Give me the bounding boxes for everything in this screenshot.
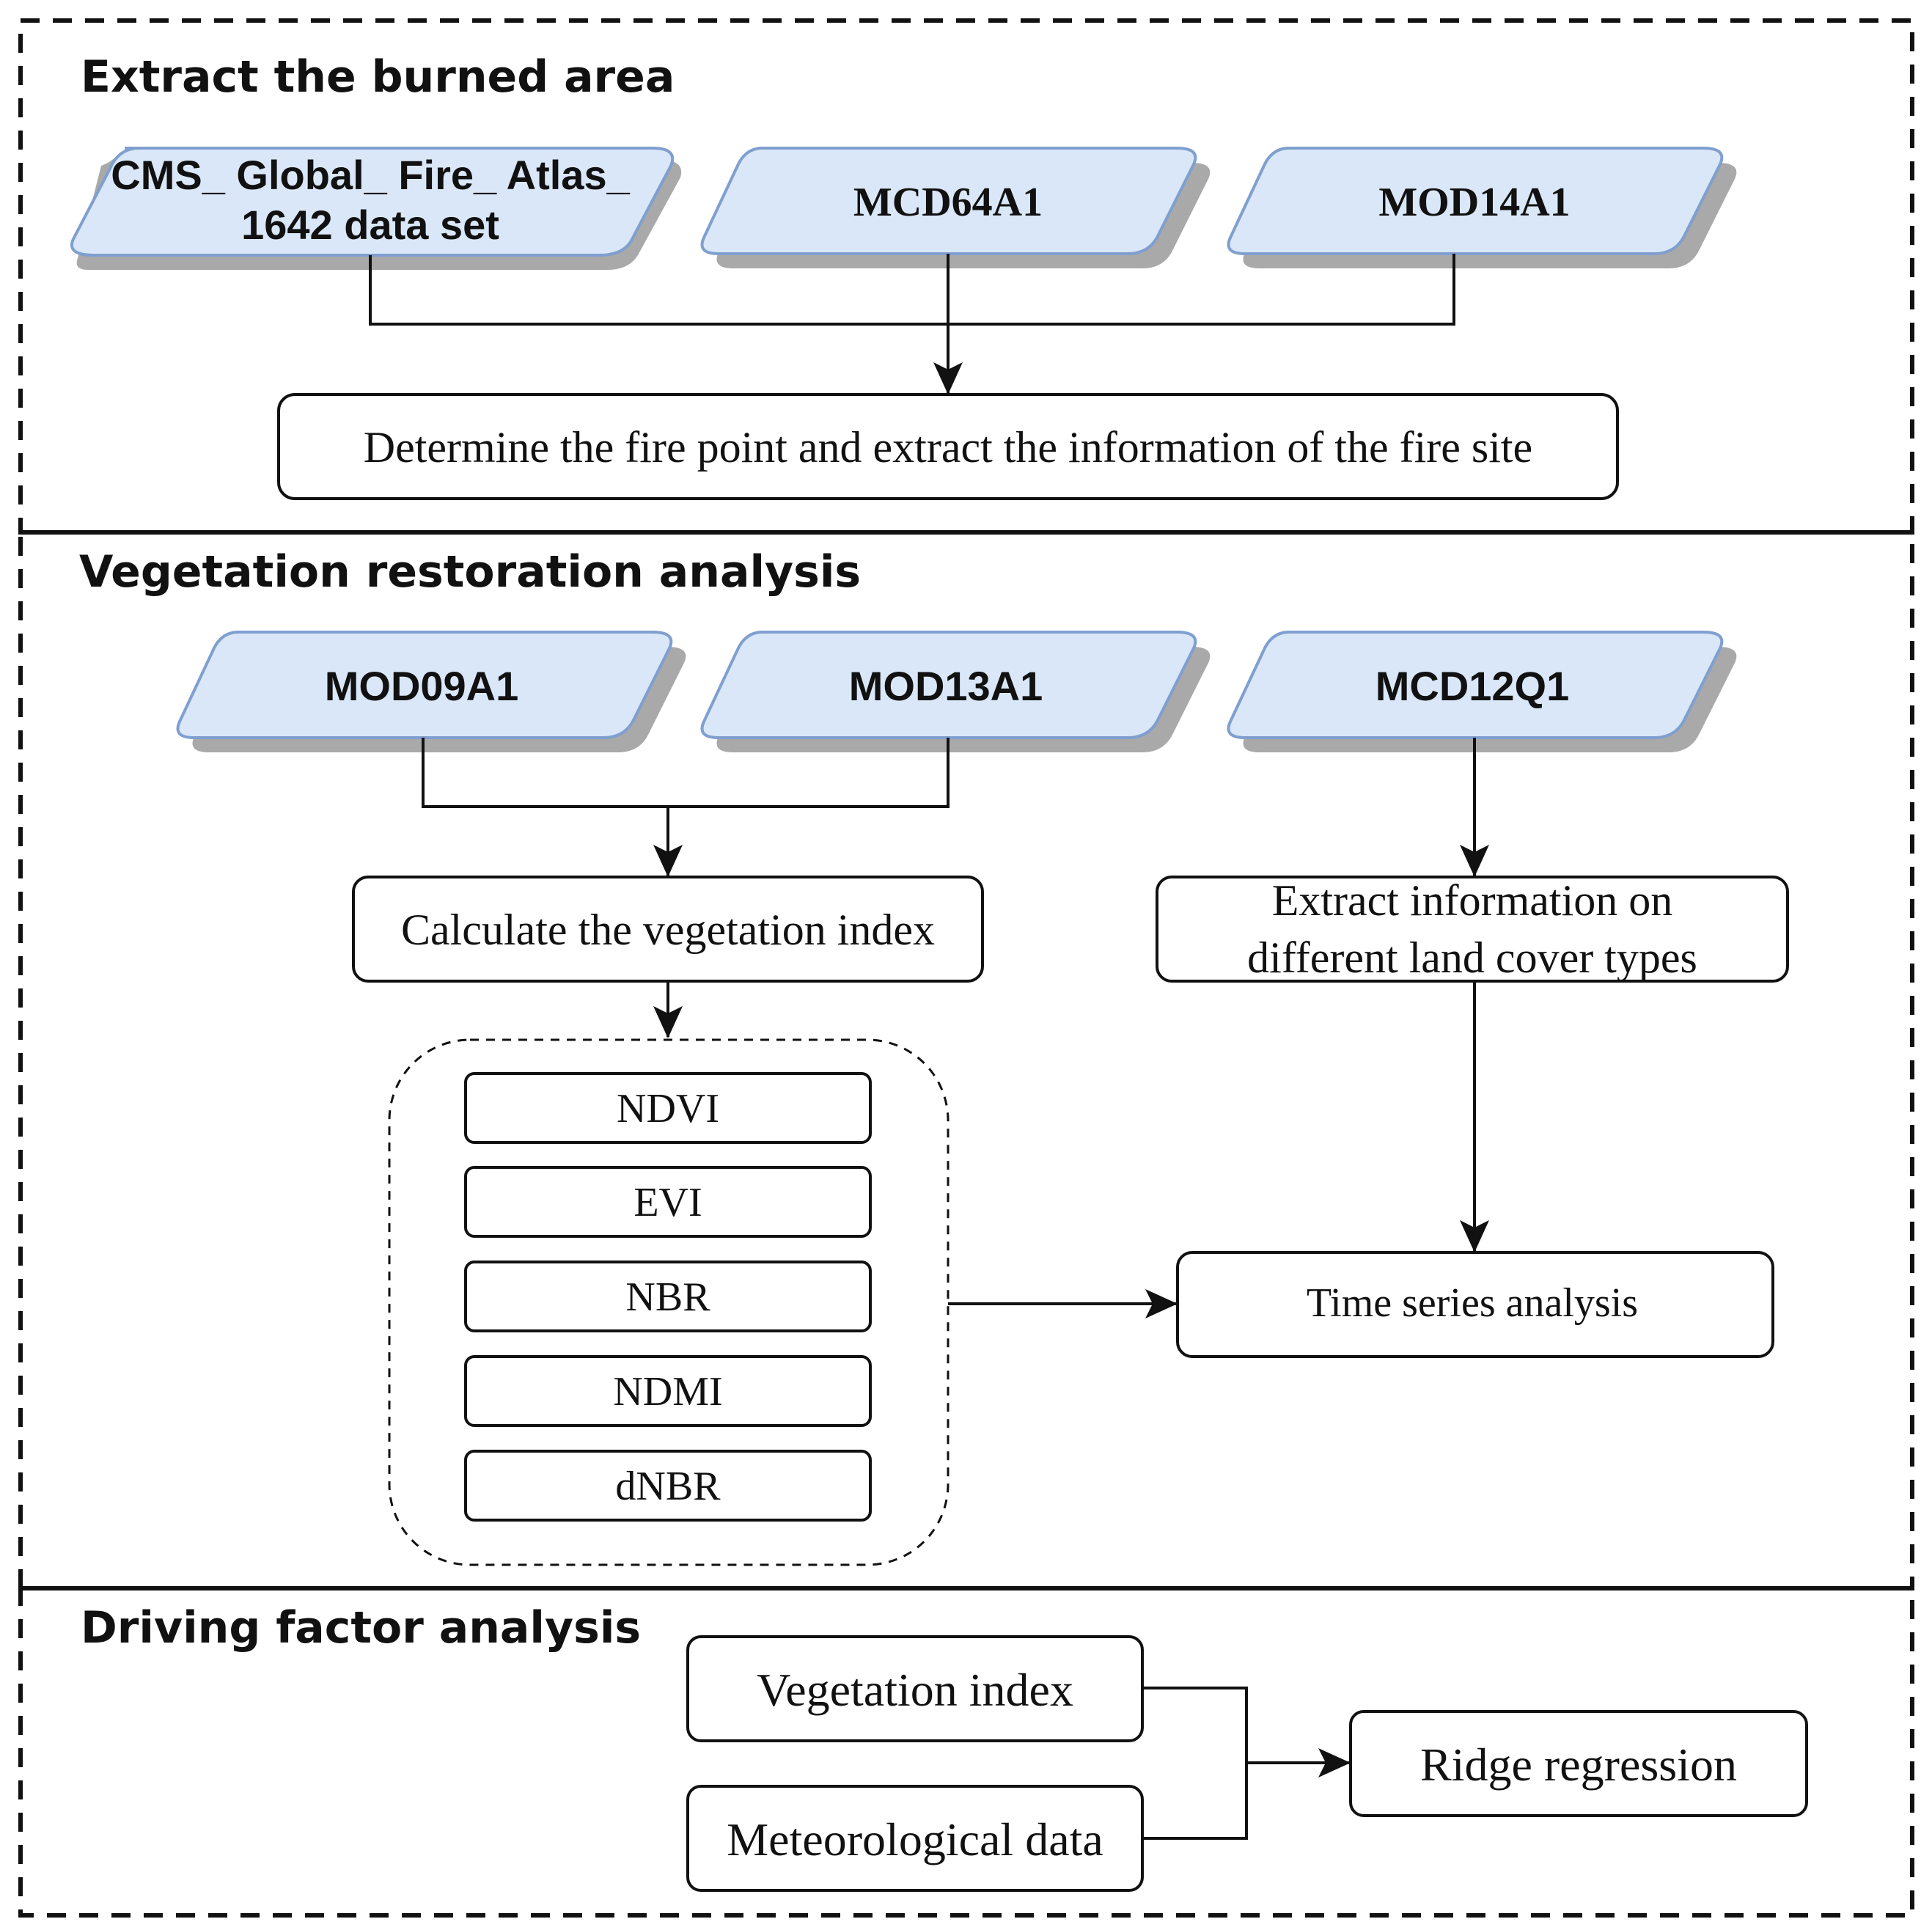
connector-inputs-merge [369, 254, 1455, 326]
svg-text:NDMI: NDMI [613, 1369, 722, 1415]
connector-mod-merge [422, 738, 950, 808]
svg-text:MCD64A1: MCD64A1 [853, 180, 1043, 225]
process-calc-vegetation-index[interactable]: Calculate the vegetation index [352, 876, 984, 983]
svg-text:MOD14A1: MOD14A1 [1378, 180, 1570, 225]
svg-text:MOD09A1: MOD09A1 [325, 663, 519, 709]
process-fire-point[interactable]: Determine the fire point and extract the… [277, 393, 1619, 500]
svg-text:Calculate the vegetation index: Calculate the vegetation index [401, 906, 935, 954]
svg-text:Meteorological data: Meteorological data [727, 1813, 1103, 1865]
process-ridge-regression[interactable]: Ridge regression [1349, 1710, 1808, 1817]
process-extract-landcover[interactable]: Extract information on different land co… [1156, 876, 1789, 983]
svg-text:1642 data set: 1642 data set [241, 202, 499, 248]
svg-text:CMS_ Global_ Fire_ Atlas_: CMS_ Global_ Fire_ Atlas_ [111, 152, 630, 198]
data-input-mod14a1[interactable]: MOD14A1 [1227, 147, 1737, 268]
data-input-cms-fire-atlas[interactable]: CMS_ Global_ Fire_ Atlas_ 1642 data set [70, 146, 682, 270]
svg-text:Vegetation index: Vegetation index [757, 1664, 1073, 1716]
index-box-ndvi[interactable]: NDVI [464, 1072, 872, 1144]
input-meteorological-data[interactable]: Meteorological data [686, 1785, 1144, 1892]
data-input-mcd64a1[interactable]: MCD64A1 [700, 147, 1211, 268]
process-time-series[interactable]: Time series analysis [1176, 1251, 1774, 1358]
index-box-evi[interactable]: EVI [464, 1166, 872, 1238]
data-input-mod09a1[interactable]: MOD09A1 [176, 631, 686, 752]
svg-text:dNBR: dNBR [615, 1464, 721, 1509]
svg-text:NDVI: NDVI [617, 1086, 719, 1131]
section-title-driving: Driving factor analysis [81, 1602, 641, 1654]
svg-text:MOD13A1: MOD13A1 [849, 663, 1043, 709]
svg-text:Determine the fire point and e: Determine the fire point and extract the… [364, 423, 1532, 472]
section-title-extract: Extract the burned area [81, 51, 675, 103]
section-frame-driving [18, 1586, 1914, 1918]
section-frame-extract [18, 18, 1914, 535]
index-box-ndmi[interactable]: NDMI [464, 1355, 872, 1427]
svg-text:NBR: NBR [625, 1274, 710, 1320]
data-input-mcd12q1[interactable]: MCD12Q1 [1227, 631, 1737, 752]
input-vegetation-index[interactable]: Vegetation index [686, 1635, 1144, 1742]
svg-text:Extract information on: Extract information on [1272, 876, 1673, 925]
index-box-nbr[interactable]: NBR [464, 1261, 872, 1332]
svg-text:different land cover types: different land cover types [1247, 933, 1697, 982]
connector-driving-merge [1142, 1687, 1248, 1840]
data-input-mod13a1[interactable]: MOD13A1 [700, 631, 1211, 752]
svg-text:Time series analysis: Time series analysis [1307, 1280, 1638, 1326]
index-box-dnbr[interactable]: dNBR [464, 1450, 872, 1522]
svg-text:Ridge regression: Ridge regression [1420, 1739, 1737, 1791]
section-title-vegetation: Vegetation restoration analysis [79, 546, 861, 598]
index-group-frame [388, 1038, 950, 1566]
section-frame-vegetation [18, 530, 1914, 1590]
svg-text:EVI: EVI [633, 1180, 702, 1225]
svg-text:MCD12Q1: MCD12Q1 [1375, 663, 1570, 709]
